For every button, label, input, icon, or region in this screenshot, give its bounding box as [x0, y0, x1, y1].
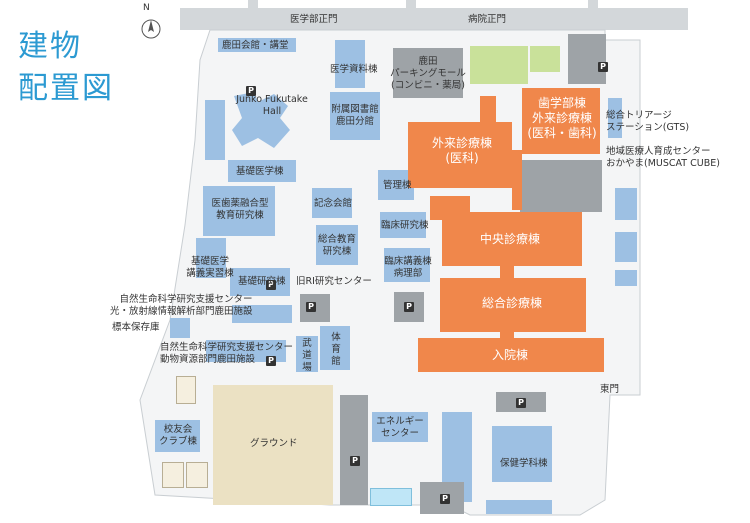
gate-hospital-main: 病院正門 — [468, 14, 507, 25]
court-1 — [176, 376, 196, 404]
bld-natural-ri[interactable] — [232, 305, 292, 323]
compass-icon — [141, 19, 161, 39]
bld-gym[interactable] — [320, 326, 350, 370]
bld-ward-connector[interactable] — [500, 330, 514, 340]
bld-general[interactable] — [440, 278, 586, 332]
bld-basic-research[interactable] — [230, 268, 290, 296]
parking-icon-5: P — [266, 356, 276, 366]
parking-icon-7: P — [350, 456, 360, 466]
parking-icon-2: P — [266, 280, 276, 290]
label-old-ri: 旧RI研究センター — [296, 276, 372, 287]
bld-library[interactable] — [330, 92, 380, 140]
parking-icon-9: P — [246, 86, 256, 96]
pool — [370, 488, 412, 506]
bld-dental[interactable] — [522, 88, 600, 154]
label-admin: 管理棟 — [383, 180, 412, 191]
bld-ward[interactable] — [418, 338, 604, 372]
label-natural-animal: 自然生命科学研究支援センター 動物資源部門鹿田施設 — [160, 342, 294, 365]
bld-energy[interactable] — [372, 412, 428, 442]
label-basic-practice: 基礎医学 講義実習棟 — [186, 256, 234, 279]
label-library: 附属図書館 鹿田分館 — [331, 104, 379, 127]
north-road-stub-1 — [248, 0, 258, 10]
bld-outpatient[interactable] — [408, 122, 512, 188]
bld-archive[interactable] — [335, 40, 365, 88]
bld-clinical-lecture[interactable] — [384, 248, 430, 282]
green-area-1 — [470, 46, 528, 84]
label-specimen: 標本保存庫 — [112, 322, 160, 333]
north-road-stub-3 — [588, 0, 598, 10]
label-natural-ri: 自然生命科学研究支援センター 光・放射線情報解析部門鹿田施設 — [110, 294, 253, 317]
gate-east: 東門 — [600, 384, 620, 395]
bld-fukutake-shape[interactable] — [228, 88, 294, 152]
bld-shika-research[interactable] — [203, 186, 275, 236]
bld-kinen[interactable] — [312, 188, 352, 218]
bld-kaikan[interactable] — [218, 38, 296, 52]
label-basic-research: 基礎研究棟 — [238, 276, 286, 287]
label-outpatient: 外来診療棟 (医科) — [431, 136, 492, 165]
bld-alumni[interactable] — [155, 420, 200, 452]
label-gts: 総合トリアージ ステーション(GTS) — [606, 110, 690, 133]
label-kinen: 記念会館 — [314, 198, 353, 209]
bld-edu-research[interactable] — [316, 225, 358, 265]
label-general: 総合診療棟 — [481, 296, 542, 310]
page-title-line1: 建物 — [18, 29, 82, 64]
facility-dental-rear[interactable] — [520, 160, 602, 212]
label-basic-med: 基礎医学棟 — [236, 166, 284, 177]
label-alumni: 校友会 クラブ棟 — [158, 424, 197, 447]
parking-icon-1: P — [598, 62, 608, 72]
bld-south-small[interactable] — [486, 500, 552, 514]
label-archive: 医学資料棟 — [330, 64, 378, 75]
bld-central[interactable] — [442, 212, 582, 266]
label-kaikan: 鹿田会館・講堂 — [222, 40, 289, 51]
bld-central-west[interactable] — [430, 196, 470, 220]
label-gym: 体 育 館 — [331, 332, 341, 367]
facility-west-parking[interactable] — [340, 395, 368, 505]
label-ward: 入院棟 — [491, 348, 528, 362]
compass-letter: N — [143, 3, 150, 13]
court-2 — [162, 462, 184, 488]
bld-basic-practice[interactable] — [196, 238, 226, 278]
label-clinical-lecture: 臨床講義棟 病理部 — [384, 256, 432, 279]
bld-muscat[interactable] — [615, 188, 637, 220]
bld-specimen[interactable] — [170, 318, 190, 338]
bld-basic-med[interactable] — [228, 160, 296, 182]
label-edu-research: 総合教育 研究棟 — [317, 234, 356, 257]
label-budo: 武 道 場 — [302, 338, 312, 373]
bld-west-small[interactable] — [205, 100, 225, 160]
label-fukutake: Junko Fukutake Hall — [236, 94, 308, 117]
facility-north-east[interactable] — [568, 34, 606, 84]
bld-clinical-research[interactable] — [380, 212, 426, 238]
bld-east-1[interactable] — [615, 232, 637, 262]
bld-hoken[interactable] — [492, 426, 552, 482]
label-parking-mall: 鹿田 パーキングモール (コンビニ・薬局) — [390, 56, 466, 91]
bld-link-corridor[interactable] — [512, 150, 522, 210]
label-energy: エネルギー センター — [376, 416, 424, 439]
parking-icon-4: P — [404, 302, 414, 312]
parking-mall[interactable] — [393, 48, 463, 98]
gate-medical-main: 医学部正門 — [290, 14, 338, 25]
parking-icon-8: P — [440, 494, 450, 504]
label-shika-research: 医歯薬融合型 教育研究棟 — [211, 198, 269, 221]
label-muscat: 地域医療人育成センター おかやま(MUSCAT CUBE) — [606, 146, 720, 169]
sports-ground[interactable] — [213, 385, 333, 505]
north-road — [180, 8, 688, 30]
north-road-stub-2 — [406, 0, 416, 10]
bld-budo[interactable] — [296, 336, 318, 372]
bld-outpatient-neck[interactable] — [480, 96, 496, 124]
label-clinical-research: 臨床研究棟 — [381, 220, 429, 231]
court-3 — [186, 462, 208, 488]
label-dental: 歯学部棟 外来診療棟 (医科・歯科) — [527, 96, 597, 140]
label-hoken: 保健学科棟 — [500, 458, 548, 469]
bld-gts[interactable] — [608, 98, 622, 138]
label-ground: グラウンド — [250, 438, 298, 449]
bld-central-connector[interactable] — [500, 264, 514, 280]
page-title-line2: 配置図 — [18, 71, 114, 106]
green-area-2 — [530, 46, 560, 72]
parking-icon-3: P — [306, 302, 316, 312]
label-central: 中央診療棟 — [479, 232, 540, 246]
parking-icon-6: P — [516, 398, 526, 408]
bld-east-2[interactable] — [615, 270, 637, 286]
